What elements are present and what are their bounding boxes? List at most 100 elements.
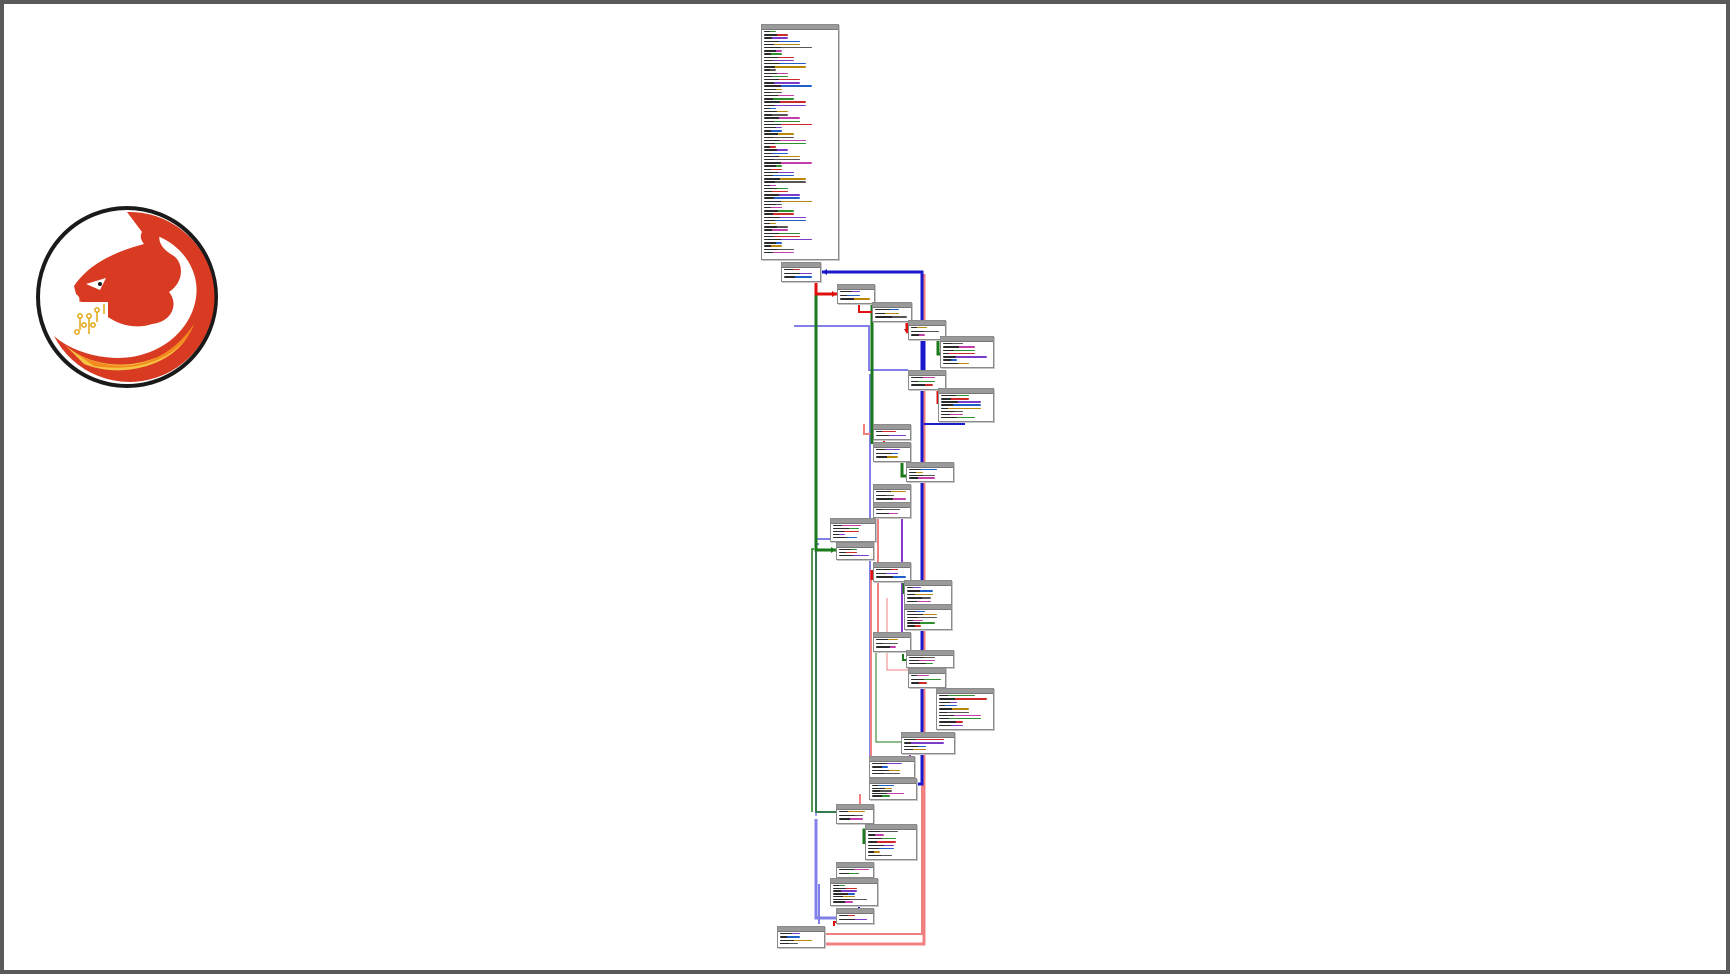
- instruction-line: [764, 123, 812, 126]
- basic-block-header: [874, 443, 910, 448]
- instruction-line: [939, 711, 969, 713]
- basic-block[interactable]: [904, 604, 952, 630]
- instruction-line: [909, 471, 923, 474]
- basic-block-header: [837, 543, 873, 548]
- instruction-line: [764, 149, 788, 151]
- instruction-line: [941, 401, 981, 403]
- instruction-line: [868, 841, 896, 843]
- basic-block-header: [870, 779, 916, 784]
- instruction-line: [868, 847, 894, 850]
- instruction-line: [764, 213, 794, 215]
- instruction-line: [764, 66, 806, 68]
- instruction-line: [876, 498, 906, 500]
- basic-block[interactable]: [836, 908, 874, 924]
- instruction-line: [907, 593, 933, 596]
- instruction-line: [911, 377, 935, 379]
- true-edge: [902, 654, 906, 661]
- instruction-line: [939, 708, 969, 710]
- basic-block[interactable]: [901, 732, 955, 754]
- dragon-logo: [36, 206, 218, 388]
- instruction-line: [872, 772, 900, 775]
- instruction-line: [764, 107, 776, 110]
- instruction-line: [876, 576, 906, 578]
- edge-arrowhead: [832, 291, 837, 297]
- instruction-line: [876, 646, 896, 648]
- basic-block[interactable]: [873, 502, 911, 518]
- instruction-line: [764, 242, 782, 244]
- instruction-line: [764, 43, 800, 46]
- basic-block-header: [874, 485, 910, 490]
- instruction-line: [904, 748, 926, 751]
- basic-block[interactable]: [830, 878, 878, 906]
- basic-block[interactable]: [904, 580, 952, 606]
- basic-block[interactable]: [938, 388, 994, 422]
- basic-block[interactable]: [872, 302, 912, 322]
- basic-block[interactable]: [830, 518, 876, 542]
- instruction-line: [839, 872, 859, 874]
- back-edge: [886, 598, 908, 671]
- instruction-line: [941, 416, 975, 419]
- instruction-line: [764, 223, 776, 225]
- instruction-line: [876, 452, 898, 455]
- instruction-line: [909, 660, 935, 662]
- back-edge: [863, 424, 873, 435]
- instruction-line: [764, 235, 800, 238]
- basic-block[interactable]: [869, 756, 915, 778]
- back-edge: [822, 274, 926, 946]
- instruction-line: [907, 616, 937, 619]
- instruction-line: [764, 88, 782, 90]
- basic-block[interactable]: [873, 424, 911, 440]
- instruction-line: [833, 901, 853, 903]
- basic-block[interactable]: [836, 542, 874, 560]
- instruction-line: [872, 785, 894, 787]
- entry-basic-block[interactable]: [761, 24, 839, 260]
- instruction-line: [909, 477, 935, 479]
- basic-block-header: [762, 25, 838, 30]
- instruction-line: [907, 625, 921, 627]
- instruction-line: [909, 469, 937, 471]
- instruction-line: [764, 95, 794, 97]
- basic-block[interactable]: [906, 650, 954, 668]
- graph-canvas[interactable]: [4, 4, 1726, 970]
- instruction-line: [764, 229, 788, 231]
- instruction-line: [833, 528, 859, 530]
- instruction-line: [764, 111, 788, 113]
- instruction-line: [764, 194, 800, 196]
- basic-block-header: [866, 825, 916, 830]
- basic-block[interactable]: [836, 804, 874, 824]
- instruction-line: [764, 114, 788, 116]
- instruction-line: [868, 854, 892, 857]
- basic-block[interactable]: [836, 862, 874, 878]
- basic-block[interactable]: [936, 688, 994, 730]
- basic-block[interactable]: [873, 484, 911, 504]
- instruction-line: [764, 146, 776, 148]
- instruction-line: [943, 362, 969, 365]
- basic-block[interactable]: [781, 262, 821, 282]
- instruction-line: [868, 837, 896, 840]
- instruction-line: [907, 619, 923, 621]
- basic-block[interactable]: [873, 442, 911, 462]
- basic-block-header: [870, 757, 914, 762]
- basic-block[interactable]: [837, 284, 875, 304]
- instruction-line: [764, 191, 788, 193]
- basic-block[interactable]: [777, 926, 825, 948]
- basic-block[interactable]: [908, 320, 946, 340]
- instruction-line: [764, 143, 806, 145]
- basic-block[interactable]: [873, 562, 911, 582]
- basic-block-header: [831, 519, 875, 524]
- basic-block[interactable]: [908, 668, 946, 688]
- instruction-line: [764, 69, 776, 71]
- basic-block[interactable]: [865, 824, 917, 860]
- instruction-line: [833, 887, 857, 890]
- instruction-line: [939, 698, 987, 700]
- basic-block-header: [874, 425, 910, 430]
- basic-block[interactable]: [869, 778, 917, 800]
- instruction-line: [876, 431, 896, 433]
- basic-block[interactable]: [908, 370, 946, 390]
- basic-block-header: [905, 605, 951, 610]
- instruction-line: [764, 130, 782, 132]
- back-edge: [815, 543, 836, 813]
- basic-block[interactable]: [906, 462, 954, 482]
- basic-block[interactable]: [940, 336, 994, 368]
- basic-block[interactable]: [873, 632, 911, 652]
